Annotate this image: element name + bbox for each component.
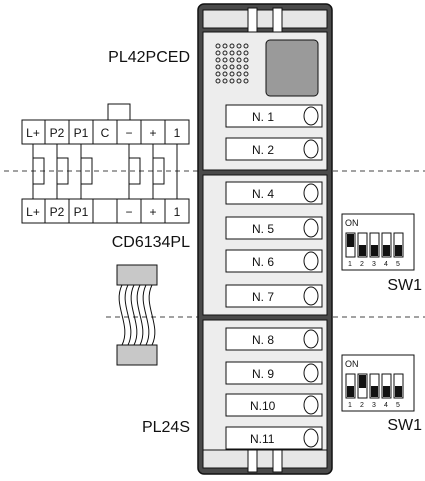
terminal-label: L+ bbox=[26, 205, 40, 219]
terminal-label: P2 bbox=[50, 205, 65, 219]
dip-number: 4 bbox=[384, 402, 388, 409]
call-button[interactable]: N. 7 bbox=[225, 284, 323, 308]
button-label: N. 9 bbox=[252, 367, 274, 381]
dip-number: 2 bbox=[360, 402, 364, 409]
terminal-label: C bbox=[101, 126, 110, 140]
terminal-label: 1 bbox=[174, 205, 181, 219]
terminal-label: − bbox=[125, 205, 132, 219]
dip-slot[interactable] bbox=[369, 373, 380, 399]
dip-switch-name: SW1 bbox=[387, 277, 422, 294]
call-button[interactable]: N.11 bbox=[225, 426, 323, 450]
terminal-label: P1 bbox=[74, 126, 89, 140]
terminal-label: + bbox=[149, 126, 156, 140]
ribbon-cable-icon bbox=[116, 264, 158, 366]
dip-number: 1 bbox=[348, 261, 352, 268]
call-button[interactable]: N.10 bbox=[225, 393, 323, 417]
module-label-pl42pced: PL42PCED bbox=[108, 49, 190, 66]
dip-on-label: ON bbox=[345, 359, 359, 369]
terminal-label: L+ bbox=[26, 126, 40, 140]
call-buttons: N. 1 N. 2 N. 4 N. 5 N. 6 N. 7 bbox=[225, 104, 323, 450]
dip-slot[interactable] bbox=[357, 232, 368, 258]
call-button[interactable]: N. 1 bbox=[225, 104, 323, 128]
call-button[interactable]: N. 2 bbox=[225, 137, 323, 161]
terminal-label: P1 bbox=[74, 205, 89, 219]
terminal-block-top: L+ P2 P1 C − + 1 bbox=[21, 103, 190, 145]
speaker-grille-icon bbox=[215, 43, 249, 84]
dip-slot[interactable] bbox=[393, 232, 404, 258]
dip-number: 4 bbox=[384, 261, 388, 268]
button-label: N. 7 bbox=[252, 290, 274, 304]
terminal-block-bottom: L+ P2 P1 − + 1 bbox=[21, 198, 190, 224]
dip-slot[interactable] bbox=[381, 232, 392, 258]
dip-number: 3 bbox=[372, 402, 376, 409]
dip-number: 3 bbox=[372, 261, 376, 268]
dip-switch-name: SW1 bbox=[387, 417, 422, 434]
call-button[interactable]: N. 9 bbox=[225, 361, 323, 385]
dip-slot[interactable] bbox=[357, 373, 368, 399]
dip-switch-2: ON 1 2 3 4 5 bbox=[341, 354, 415, 412]
terminal-label: − bbox=[125, 126, 132, 140]
call-button[interactable]: N. 4 bbox=[225, 181, 323, 205]
dip-number: 5 bbox=[396, 402, 400, 409]
terminal-label: P2 bbox=[50, 126, 65, 140]
call-button[interactable]: N. 6 bbox=[225, 249, 323, 273]
dip-slot[interactable] bbox=[381, 373, 392, 399]
dip-switch-1: ON 1 2 3 4 5 bbox=[341, 213, 415, 271]
module-label-pl24s: PL24S bbox=[142, 419, 190, 436]
dip-on-label: ON bbox=[345, 218, 359, 228]
dip-number: 2 bbox=[360, 261, 364, 268]
button-label: N. 2 bbox=[252, 143, 274, 157]
button-label: N. 1 bbox=[252, 110, 274, 124]
button-label: N. 8 bbox=[252, 333, 274, 347]
dip-slot[interactable] bbox=[393, 373, 404, 399]
button-label: N. 5 bbox=[252, 222, 274, 236]
button-label: N. 6 bbox=[252, 255, 274, 269]
dip-slot[interactable] bbox=[345, 232, 356, 258]
dip-number: 1 bbox=[348, 402, 352, 409]
call-button[interactable]: N. 8 bbox=[225, 327, 323, 351]
button-label: N.10 bbox=[250, 399, 276, 413]
button-label: N.11 bbox=[250, 432, 275, 446]
call-button[interactable]: N. 5 bbox=[225, 216, 323, 240]
camera-window bbox=[265, 39, 319, 97]
terminal-label: + bbox=[149, 205, 156, 219]
dip-slot[interactable] bbox=[369, 232, 380, 258]
jumper-wires bbox=[32, 144, 178, 199]
dip-number: 5 bbox=[396, 261, 400, 268]
terminal-label: 1 bbox=[174, 126, 181, 140]
button-label: N. 4 bbox=[252, 187, 274, 201]
dip-slot[interactable] bbox=[345, 373, 356, 399]
module-label-cd6134pl: CD6134PL bbox=[112, 234, 190, 251]
